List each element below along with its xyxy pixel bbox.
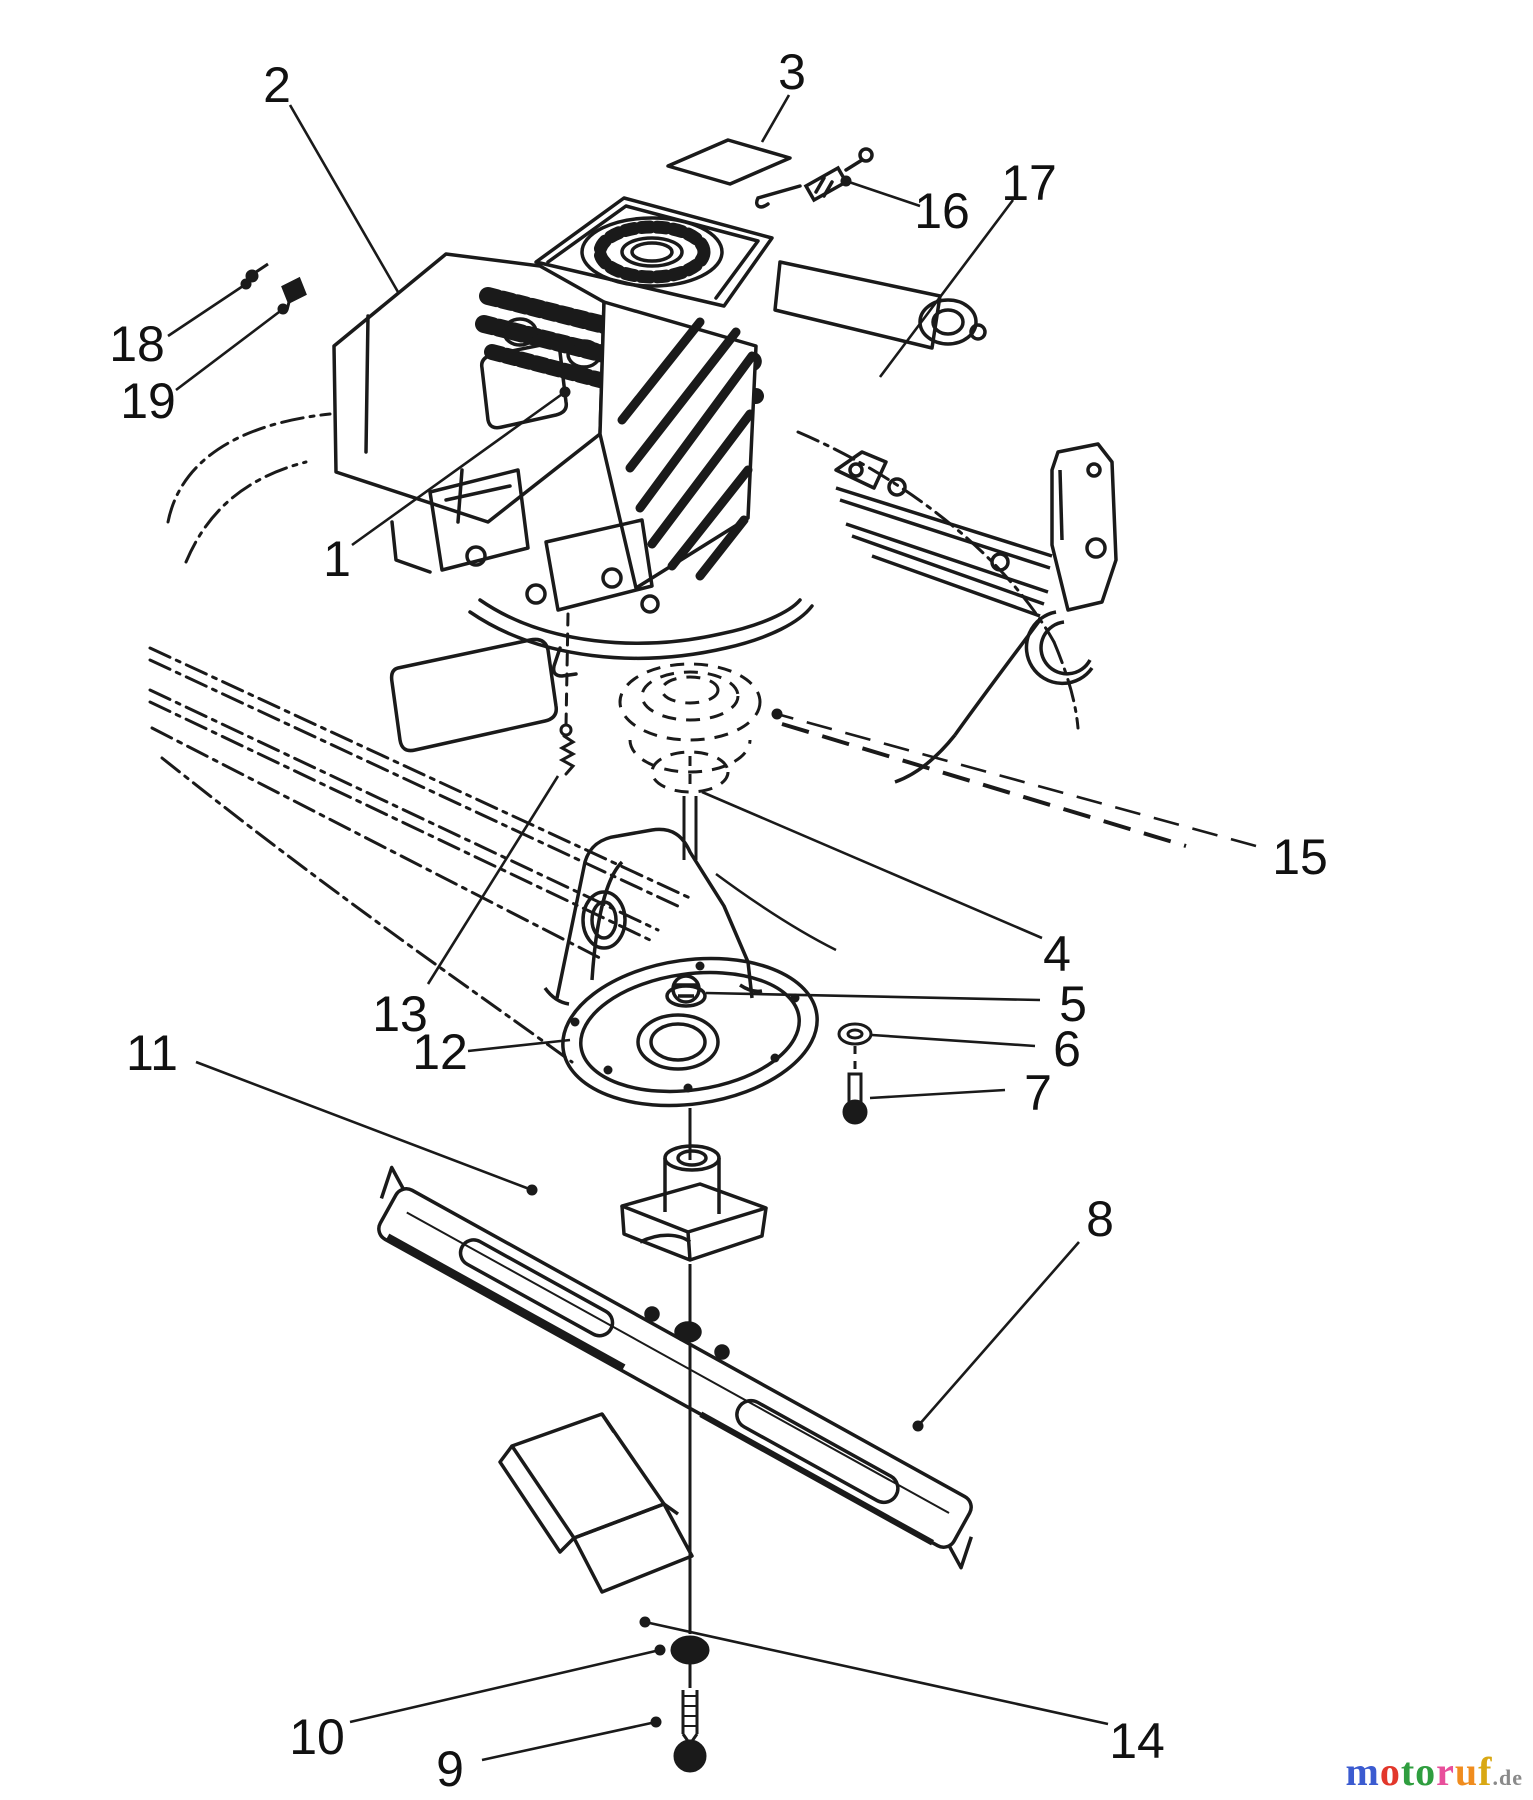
spindle-mounting-plate xyxy=(561,956,819,1108)
part-number-13: 13 xyxy=(372,986,428,1042)
part-number-12: 12 xyxy=(412,1024,468,1080)
leader-line-15 xyxy=(776,712,1257,848)
part-number-16: 16 xyxy=(914,183,970,239)
leader-line-1 xyxy=(351,390,566,547)
part-number-8: 8 xyxy=(1086,1191,1114,1247)
leader-line-7 xyxy=(869,1088,1006,1100)
leader-line-16 xyxy=(848,180,921,208)
deck-discharge-opening xyxy=(389,637,559,753)
watermark-letter: f xyxy=(1478,1749,1493,1794)
leader-dot-8 xyxy=(912,1420,924,1432)
leader-dot-16 xyxy=(840,175,852,187)
leader-dot-9 xyxy=(650,1716,662,1728)
part-number-6: 6 xyxy=(1053,1021,1081,1077)
leader-line-9 xyxy=(481,1720,657,1762)
deck-spindle-bracket xyxy=(543,827,763,1006)
leader-dot-18 xyxy=(240,278,252,290)
watermark-letter: m xyxy=(1345,1749,1380,1794)
part-number-15: 15 xyxy=(1272,829,1328,885)
leader-line-18 xyxy=(167,282,247,338)
small-screw-and-clip xyxy=(245,262,307,311)
watermark-letter: u xyxy=(1454,1749,1479,1794)
leader-line-6 xyxy=(871,1033,1036,1048)
leader-line-11 xyxy=(195,1060,533,1192)
leader-line-13 xyxy=(426,775,560,985)
part-number-11: 11 xyxy=(126,1025,178,1081)
warning-decal xyxy=(666,138,792,186)
crankshaft xyxy=(682,756,698,860)
part-number-1: 1 xyxy=(323,531,351,587)
leader-line-19 xyxy=(175,307,284,392)
leader-line-3 xyxy=(760,94,791,143)
part-number-2: 2 xyxy=(263,57,291,113)
part-number-18: 18 xyxy=(109,316,165,372)
leader-dot-10 xyxy=(654,1644,666,1656)
leader-dot-14 xyxy=(639,1616,651,1628)
mower-deck-bottom-edge xyxy=(781,722,1187,848)
watermark-logo: motoruf.de xyxy=(1346,1748,1524,1795)
dust-cup-dashed xyxy=(618,662,762,794)
washer-and-screw xyxy=(837,1022,873,1125)
watermark-letter: r xyxy=(1436,1749,1455,1794)
blade-washer xyxy=(670,1635,710,1688)
watermark-letter: o xyxy=(1415,1749,1437,1794)
leader-line-2 xyxy=(288,104,400,293)
spindle-bolt xyxy=(665,974,707,1008)
part-number-10: 10 xyxy=(289,1709,345,1765)
blade-bolt xyxy=(673,1690,707,1773)
part-number-4: 4 xyxy=(1043,926,1071,982)
part-number-19: 19 xyxy=(120,373,176,429)
brake-spring xyxy=(558,612,577,776)
leader-line-10 xyxy=(349,1648,661,1724)
leader-line-12 xyxy=(467,1038,571,1053)
part-number-7: 7 xyxy=(1024,1065,1052,1121)
watermark-letter: t xyxy=(1400,1749,1416,1794)
leader-dot-1 xyxy=(559,386,571,398)
mower-blade xyxy=(377,1165,973,1570)
leader-line-4 xyxy=(701,790,1043,940)
watermark-letter: o xyxy=(1379,1749,1401,1794)
spark-plug-cable xyxy=(755,147,874,209)
part-number-9: 9 xyxy=(436,1741,464,1797)
part-number-5: 5 xyxy=(1059,976,1087,1032)
part-number-17: 17 xyxy=(1001,155,1057,211)
air-cleaner-hatching xyxy=(617,317,757,581)
rear-handle-bracket-assembly xyxy=(834,442,1118,784)
leader-dot-15 xyxy=(771,708,783,720)
leader-line-14 xyxy=(644,1620,1109,1726)
mower-deck-phantom-outline xyxy=(148,412,1080,1064)
leader-line-5 xyxy=(705,991,1041,1002)
engine-assembly xyxy=(332,196,987,678)
blade-adapter xyxy=(620,1144,768,1262)
leader-line-8 xyxy=(917,1241,1080,1427)
deck-edge-near-spindle xyxy=(715,872,837,952)
leader-dot-19 xyxy=(277,303,289,315)
watermark-suffix: .de xyxy=(1492,1765,1523,1790)
part-number-3: 3 xyxy=(778,44,806,100)
leader-line-17 xyxy=(878,199,1015,378)
leader-dot-11 xyxy=(526,1184,538,1196)
deflector-baffle xyxy=(498,1412,694,1594)
part-number-14: 14 xyxy=(1109,1713,1165,1769)
muffler xyxy=(773,260,987,350)
